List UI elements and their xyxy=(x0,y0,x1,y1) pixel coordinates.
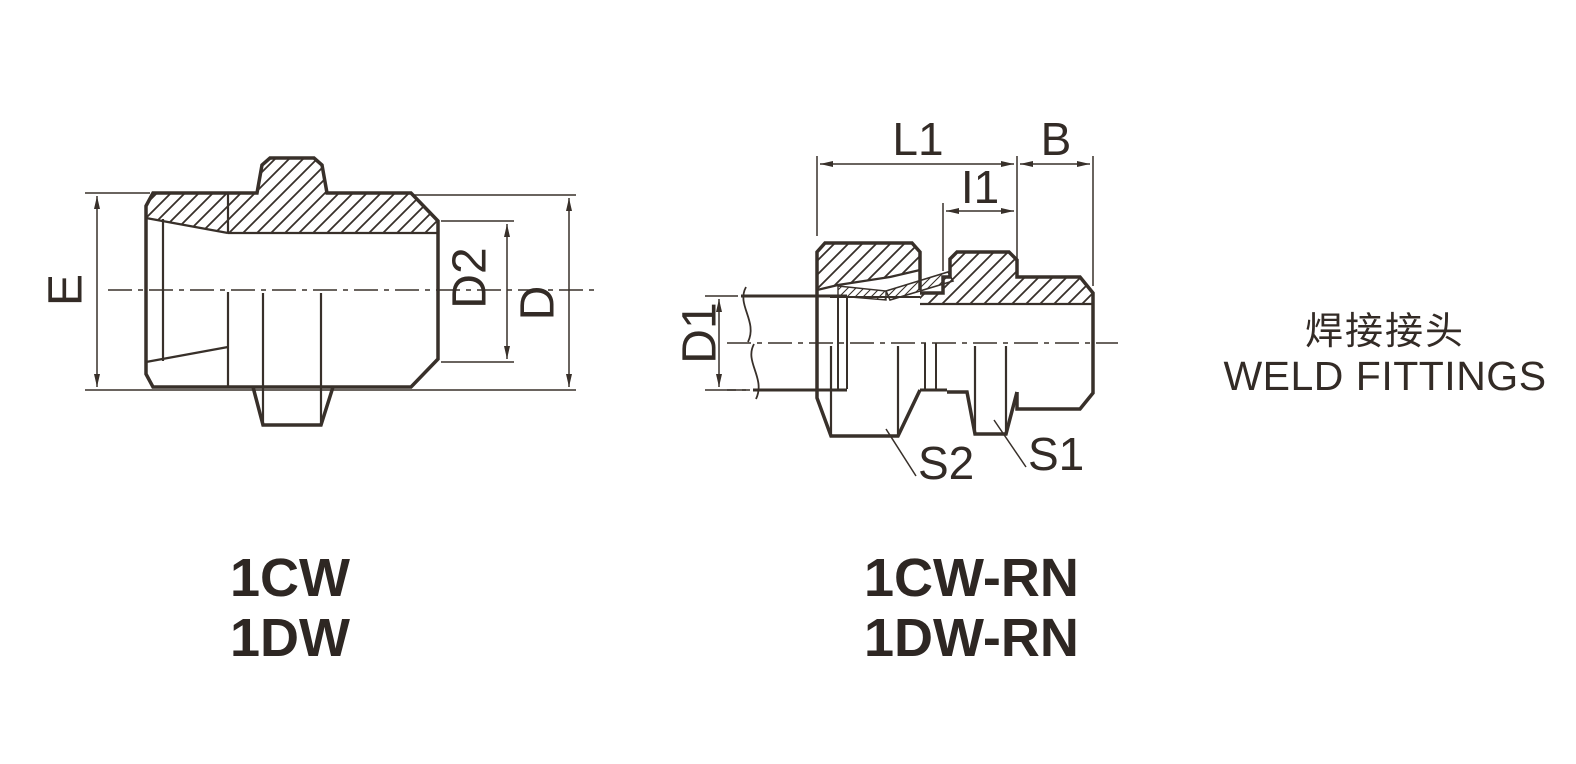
nut-section-hatch xyxy=(817,243,920,290)
left-tube-section-hatch xyxy=(146,193,228,233)
nut-outline-bottom xyxy=(815,290,922,438)
dim-label-L1: L1 xyxy=(892,113,943,165)
neck-ring-lines xyxy=(924,343,937,390)
pipe-end-lines xyxy=(837,297,848,389)
heading-chinese: 焊接接头 xyxy=(1305,311,1465,353)
dim-label-D: D xyxy=(512,286,565,321)
dim-label-B: B xyxy=(1041,113,1072,165)
right-dimensions xyxy=(705,156,1094,477)
left-model-code-2: 1DW xyxy=(230,608,350,668)
dim-label-D1: D1 xyxy=(674,302,727,363)
left-fitting-outline xyxy=(144,156,440,389)
dim-label-D2: D2 xyxy=(444,247,497,308)
pipe-break-wave-upper xyxy=(742,286,752,343)
heading-english: WELD FITTINGS xyxy=(1223,353,1546,399)
left-body-section-hatch xyxy=(228,158,438,233)
left-cone-seat-top xyxy=(145,216,229,235)
nut-hex-corner-lines xyxy=(829,346,900,436)
pipe-break-wave-lower xyxy=(750,343,760,400)
nut-section-bottom-edge xyxy=(816,268,921,292)
leader-S1 xyxy=(993,419,1027,468)
left-model-code-1: 1CW xyxy=(230,548,350,608)
left-dimensions xyxy=(85,192,576,391)
dim-label-I1: I1 xyxy=(961,161,999,213)
left-fitting-view xyxy=(108,156,600,427)
left-hex-bottom-outline xyxy=(251,386,335,427)
dim-label-E: E xyxy=(40,274,93,306)
right-model-code-2: 1DW-RN xyxy=(864,608,1079,668)
right-model-code-1: 1CW-RN xyxy=(864,548,1079,608)
right-fitting-view xyxy=(727,241,1118,438)
body-section-hatch xyxy=(920,252,1093,304)
left-cone-seat-bottom xyxy=(145,345,229,364)
dim-label-S2: S2 xyxy=(918,437,974,489)
dim-label-S1: S1 xyxy=(1028,428,1084,480)
locknut-hex-corner-lines xyxy=(973,346,1008,434)
leader-S2 xyxy=(885,428,917,477)
left-hex-corner-lines xyxy=(261,293,323,425)
nut-outline-top xyxy=(815,241,922,290)
